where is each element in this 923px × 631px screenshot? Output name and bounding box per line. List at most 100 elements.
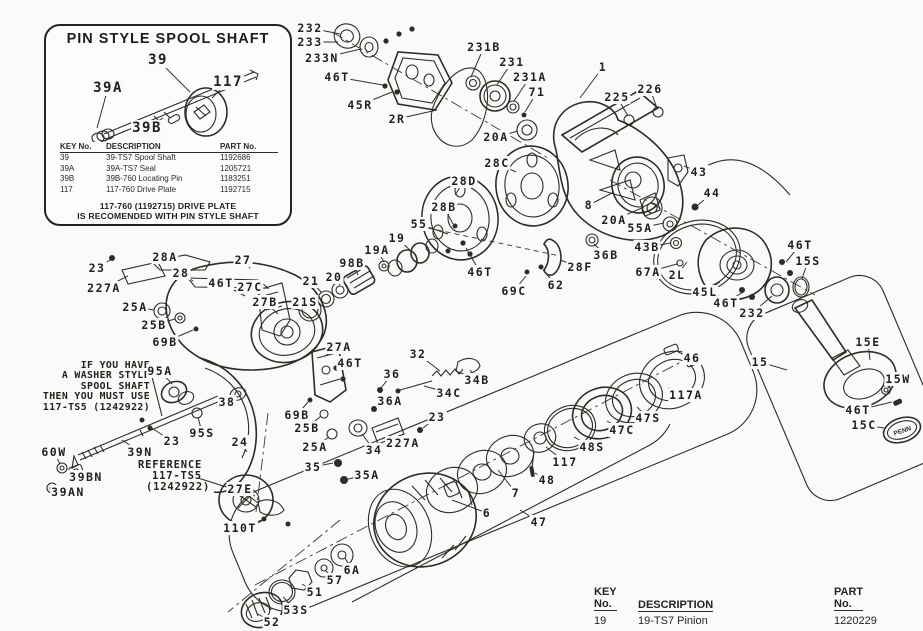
part-callout-46t: 46T [844, 403, 872, 417]
part-callout-232: 232 [296, 21, 324, 35]
part-callout-25b: 25B [140, 318, 168, 332]
part-callout-233n: 233N [304, 51, 340, 65]
inset-table-cell: 1192686 [220, 153, 251, 162]
oscillation-gear-train [299, 141, 598, 321]
part-callout-1: 1 [597, 60, 609, 74]
part-callout-231b: 231B [466, 40, 502, 54]
part-callout-47s: 47S [634, 411, 662, 425]
part-callout-231a: 231A [512, 70, 548, 84]
inset-col-key: KEY No. [60, 142, 106, 153]
part-callout-51: 51 [305, 585, 325, 599]
part-callout-69c: 69C [500, 284, 528, 298]
part-callout-27e: 27E [226, 482, 254, 496]
part-callout-225: 225 [603, 90, 631, 104]
part-callout-71: 71 [527, 85, 547, 99]
part-callout-95a: 95A [146, 364, 174, 378]
part-callout-39an: 39AN [50, 485, 86, 499]
inset-table-cell: 1205721 [220, 163, 252, 173]
part-callout-95s: 95S [188, 426, 216, 440]
part-callout-233: 233 [296, 35, 324, 49]
part-callout-25a: 25A [301, 440, 329, 454]
part-callout-34: 34 [364, 443, 384, 457]
part-callout-226: 226 [636, 82, 664, 96]
part-callout-6a: 6A [342, 563, 362, 577]
washer-style-note: IF YOU HAVE A WASHER STYLE SPOOL SHAFT T… [26, 360, 150, 413]
part-callout-2r: 2R [387, 112, 407, 126]
washer-note-line: SPOOL SHAFT [80, 380, 150, 392]
inset-table-cell: 39B [60, 174, 75, 183]
part-callout-38: 38 [217, 395, 237, 409]
part-callout-46t: 46T [786, 238, 814, 252]
part-callout-62: 62 [546, 278, 566, 292]
part-callout-25b: 25B [293, 421, 321, 435]
part-callout-98b: 98B [338, 256, 366, 270]
part-callout-227a: 227A [385, 436, 421, 450]
part-callout-48: 48 [537, 473, 557, 487]
inset-table-cell: 39B-760 Locating Pin [106, 174, 183, 183]
reference-note-line: (1242922) [146, 481, 211, 493]
part-callout-23: 23 [87, 261, 107, 275]
part-callout-46t: 46T [336, 356, 364, 370]
part-callout-55: 55 [409, 217, 429, 231]
part-callout-117a: 117A [668, 388, 704, 402]
part-callout-39bn: 39BN [68, 470, 104, 484]
part-callout-23: 23 [162, 434, 182, 448]
part-callout-69b: 69B [151, 335, 179, 349]
part-callout-28d: 28D [450, 174, 478, 188]
part-callout-19a: 19A [363, 243, 391, 257]
part-callout-21: 21 [301, 274, 321, 288]
row-key: 19 [594, 615, 607, 627]
inset-table-cell: 39 [60, 153, 69, 162]
part-callout-28b: 28B [430, 200, 458, 214]
part-callout-28a: 28A [151, 250, 179, 264]
part-callout-25a: 25A [121, 300, 149, 314]
part-callout-15c: 15C [850, 418, 878, 432]
part-callout-57: 57 [325, 573, 345, 587]
part-callout-117: 117 [551, 455, 579, 469]
inset-table-cell: 117 [60, 184, 73, 194]
row-part: 1220229 [834, 615, 877, 627]
reference-note: REFERENCE 117-TS5 (1242922) [138, 460, 210, 493]
part-callout-46t: 46T [712, 296, 740, 310]
col-description: DESCRIPTION [638, 599, 714, 612]
part-callout-27c: 27C [236, 280, 264, 294]
part-callout-27: 27 [233, 253, 253, 267]
reference-note-line: REFERENCE [138, 459, 203, 471]
part-callout-67a: 67A [634, 265, 662, 279]
washer-note-line: THEN YOU MUST USE [42, 391, 150, 403]
part-callout-36b: 36B [592, 248, 620, 262]
part-callout-45r: 45R [346, 98, 374, 112]
part-callout-23: 23 [427, 410, 447, 424]
part-callout-47: 47 [529, 515, 549, 529]
part-callout-27a: 27A [325, 340, 353, 354]
reference-note-line: 117-TS5 [152, 470, 202, 482]
inset-table-cell: 39A-TS7 Seal [106, 163, 156, 173]
part-callout-20: 20 [324, 270, 344, 284]
part-callout-34c: 34C [435, 386, 463, 400]
part-callout-117: 117 [212, 74, 244, 90]
part-callout-46t: 46T [466, 265, 494, 279]
inset-table-cell: 117-760 Drive Plate [106, 184, 177, 194]
part-callout-15s: 15S [794, 254, 822, 268]
part-callout-43: 43 [689, 165, 709, 179]
part-callout-69b: 69B [283, 408, 311, 422]
part-callout-231: 231 [498, 55, 526, 69]
inset-footer-line2: IS RECOMENDED WITH PIN STYLE SHAFT [77, 211, 259, 221]
part-callout-39b: 39B [131, 120, 163, 136]
part-callout-46t: 46T [323, 70, 351, 84]
reel-body [554, 91, 790, 240]
inset-footer-line1: 117-760 (1192715) DRIVE PLATE [99, 201, 237, 211]
part-callout-36: 36 [382, 367, 402, 381]
part-callout-28f: 28F [566, 260, 594, 274]
part-callout-46t: 46T [207, 276, 235, 290]
part-callout-110t: 110T [222, 521, 258, 535]
inset-table-cell: 1192715 [220, 184, 251, 194]
